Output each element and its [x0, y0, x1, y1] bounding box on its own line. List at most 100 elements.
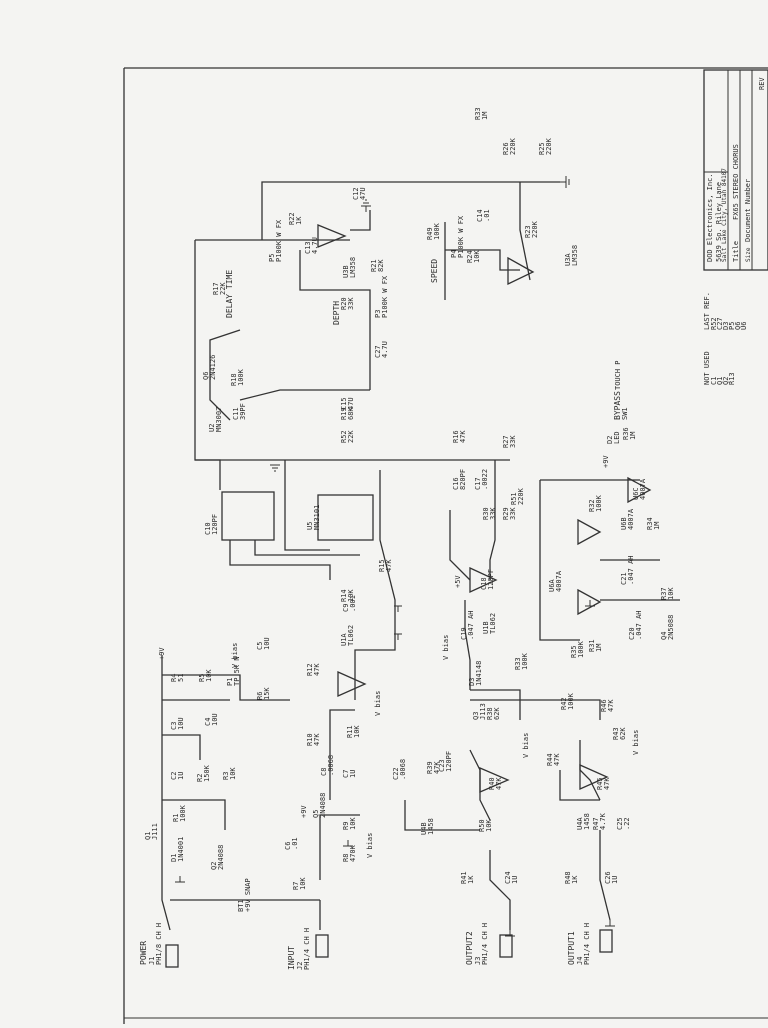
component-ref-c20: C20	[628, 627, 636, 640]
component-ref-c26: C26	[604, 871, 612, 884]
component-value-r43: 62K	[619, 727, 627, 740]
not-used-item: R13	[728, 372, 736, 385]
component-ref-r4: R4	[170, 674, 178, 682]
vbias-label-3: V bias	[366, 833, 374, 858]
component-ref-r17: R17	[212, 282, 220, 295]
component-ref-c7: C7	[342, 770, 350, 778]
rev-label: REV	[758, 77, 766, 90]
component-ref-q5: Q5	[312, 810, 320, 818]
component-value-u6c: 4007A	[639, 478, 647, 500]
component-ref-c15: C15	[340, 397, 348, 410]
component-value-c11: 39PF	[239, 403, 247, 420]
component-value-r9: 10K	[349, 817, 357, 830]
component-ref-r48: R48	[564, 871, 572, 884]
component-ref-r33: R33	[474, 107, 482, 120]
component-ref-r24: R24	[466, 250, 474, 263]
component-ref-r37: R37	[660, 587, 668, 600]
component-ref-d3: D3	[468, 678, 476, 686]
component-value-c21: .047 AH	[627, 555, 635, 585]
power-jack-ref: J1	[148, 957, 156, 965]
component-value-u1b: TL062	[489, 613, 497, 634]
component-ref-r43: R43	[612, 727, 620, 740]
component-value-r2: 150K	[203, 764, 211, 782]
component-ref-r15: R15	[378, 559, 386, 572]
component-value-q3: J113	[479, 703, 487, 720]
component-value-r22: 1K	[295, 216, 303, 225]
component-ref-r35: R35	[570, 645, 578, 658]
component-value-r26: 220K	[509, 137, 517, 155]
component-value-r27: 33K	[509, 435, 517, 448]
component-ref-p4: P4	[450, 250, 458, 258]
component-ref-c5: C5	[256, 642, 264, 650]
component-value-r49: 100K	[433, 222, 441, 240]
component-value-r16: 47K	[459, 430, 467, 443]
component-value-d1: 1N4001	[177, 837, 185, 862]
component-ref-r25: R25	[538, 142, 546, 155]
component-ref-c21: C21	[620, 572, 628, 585]
delay-time-label: DELAY TIME	[225, 270, 234, 318]
component-ref-u3b: U3B	[342, 265, 350, 278]
output1-jack-symbol	[599, 929, 613, 953]
component-value-q1: J111	[151, 823, 159, 840]
company-address-2: Salt Lake City, Utah 84107	[721, 168, 728, 262]
component-value-r38: 62K	[493, 707, 501, 720]
bypass-label: BYPASS	[613, 391, 622, 420]
component-value-r21: 82K	[377, 259, 385, 272]
component-ref-c27: C27	[374, 345, 382, 358]
bypass-switch-ref: SW1	[621, 407, 629, 420]
component-ref-r9: R9	[342, 822, 350, 830]
component-ref-q6: Q6	[202, 372, 210, 380]
component-value-r40: 47K	[495, 777, 503, 790]
component-ref-r1: R1	[172, 814, 180, 822]
component-value-r10: 47K	[313, 733, 321, 746]
output2-jack-symbol	[499, 934, 513, 958]
component-value-u6b: 4007A	[627, 508, 635, 530]
input-jack-symbol	[315, 934, 329, 958]
component-value-u5: MN3101	[313, 505, 321, 530]
last-ref-item: D3	[722, 322, 730, 330]
component-ref-r18: R18	[230, 373, 238, 386]
component-ref-r30: R30	[482, 507, 490, 520]
input-jack-label: INPUT	[287, 946, 296, 970]
component-value-c12: 47U	[359, 187, 367, 200]
component-ref-c8: C8	[320, 768, 328, 776]
component-value-r17: 22K	[219, 282, 227, 295]
not-used-header: NOT USED	[703, 351, 711, 385]
power-jack-part: PH1/8 CH H	[155, 923, 163, 965]
size-label: Size	[745, 247, 752, 262]
component-value-q6: 2N4126	[209, 355, 217, 380]
component-ref-c9: C9	[342, 604, 350, 612]
plus9v-label: +9V	[158, 647, 166, 660]
component-value-u1a: TL062	[347, 625, 355, 646]
component-value-c23: 120PF	[445, 751, 453, 772]
component-ref-p5: P5	[268, 254, 276, 262]
component-value-u4b: 1458	[427, 818, 435, 835]
component-value-u3b: LM358	[349, 257, 357, 278]
component-value-p3: P100K W FX	[381, 275, 389, 318]
component-ref-d1: D1	[170, 854, 178, 862]
company-name: DOD Electronics, Inc.	[706, 173, 714, 262]
component-ref-q2: Q2	[210, 862, 218, 870]
vbias-label-6: V bias	[231, 643, 239, 668]
component-ref-r12: R12	[306, 663, 314, 676]
component-value-r14: 10K	[347, 589, 355, 602]
component-ref-u2: U2	[208, 424, 216, 432]
component-ref-c17: C17	[474, 477, 482, 490]
component-ref-u5: U5	[306, 522, 314, 530]
component-value-r48: 1K	[571, 875, 579, 884]
component-ref-c6: C6	[284, 842, 292, 850]
component-value-r31: 1M	[595, 644, 603, 652]
component-ref-r29: R29	[502, 507, 510, 520]
op-amp-symbols	[317, 224, 652, 793]
component-value-c8: .0068	[327, 755, 335, 776]
plus9v-label-3: +9V	[602, 455, 610, 468]
company-address-1: 5639 So. Riley Lane	[715, 182, 723, 262]
component-ref-u3a: U3A	[564, 253, 572, 266]
component-ref-c24: C24	[504, 871, 512, 884]
component-ref-r19: R19	[340, 407, 348, 420]
ic-blocks	[221, 491, 374, 541]
component-ref-q1: Q1	[144, 832, 152, 840]
component-ref-c25: C25	[616, 817, 624, 830]
output1-jack-part: PH1/4 CH H	[583, 923, 591, 965]
component-value-q4: 2N5088	[667, 615, 675, 640]
